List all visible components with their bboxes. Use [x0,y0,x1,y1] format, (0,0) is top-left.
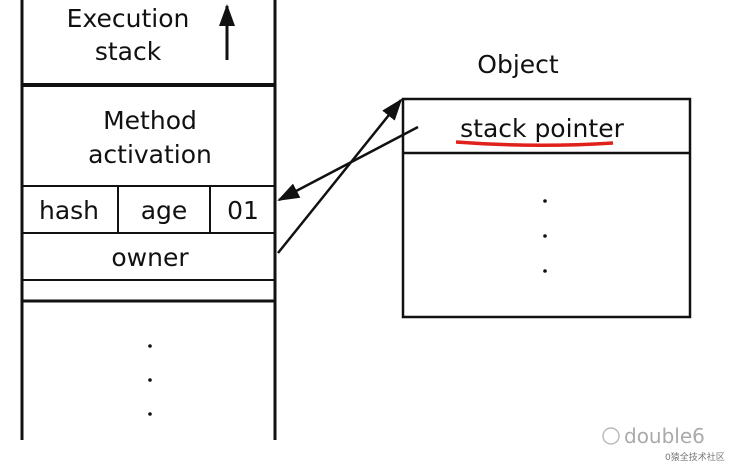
object-title: Object [477,50,559,79]
stack-title-1: Execution [67,4,190,33]
stack-dots [148,344,152,416]
method-label-1: Method [103,106,197,135]
watermark-name: double6 [624,424,705,448]
cell-age: age [141,196,188,225]
smile-icon [602,427,620,445]
object-box [401,97,692,319]
owner-arrow-to-object [277,98,403,254]
cell-lock-bits: 01 [227,196,259,225]
red-underline [455,140,614,148]
object-dots [543,199,547,273]
object-field-stack-pointer: stack pointer [460,114,624,143]
stack-title-2: stack [95,37,162,66]
cell-owner: owner [111,243,189,272]
method-label-2: activation [88,140,212,169]
watermark-sub: 0猿全技术社区 [665,451,725,463]
cell-hash: hash [39,196,99,225]
watermark: double6 0猿全技术社区 [602,424,725,463]
execution-stack [20,0,277,440]
